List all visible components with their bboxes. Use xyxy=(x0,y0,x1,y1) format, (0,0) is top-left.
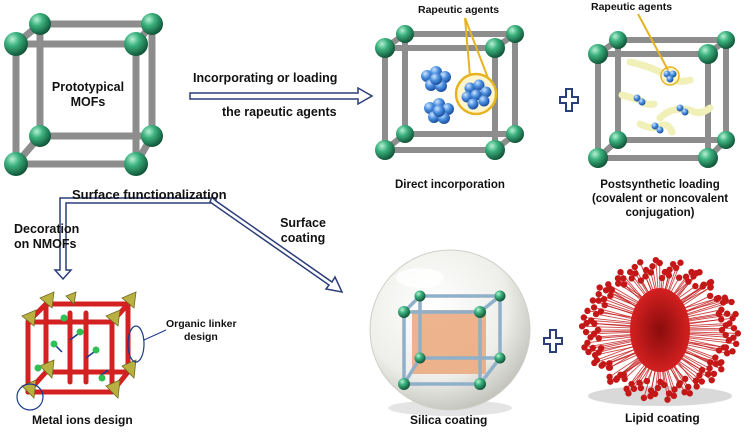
direct-incorporation-cube xyxy=(375,18,524,160)
silica-coated-mof xyxy=(370,250,530,416)
rapeutic-agents-label-left: Rapeutic agents xyxy=(418,4,499,17)
prototypical-mofs-label: Prototypical MOFs xyxy=(40,80,136,110)
silica-coating-label: Silica coating xyxy=(410,413,487,428)
organic-linker-label: Organic linker design xyxy=(166,318,237,344)
label-line: MOFs xyxy=(40,95,136,110)
label-line: conjugation) xyxy=(580,206,740,220)
label-line: (covalent or noncovalent xyxy=(580,192,740,206)
label-line: Postsynthetic loading xyxy=(580,178,740,192)
drug-cluster-icon xyxy=(421,66,454,124)
plus-icon xyxy=(544,330,562,352)
surface-coating-label: Surface coating xyxy=(268,216,338,246)
lipid-coating-label: Lipid coating xyxy=(625,411,700,426)
direct-incorporation-label: Direct incorporation xyxy=(395,178,505,193)
lipid-coated-mof xyxy=(579,257,741,406)
highlighted-drug-icon xyxy=(456,74,496,114)
incorporating-label-line1: Incorporating or loading xyxy=(193,71,337,86)
label-line: on NMOFs xyxy=(14,237,79,252)
callout-line xyxy=(144,330,166,340)
arrow-right-icon xyxy=(190,88,372,104)
label-line: design xyxy=(166,331,237,344)
label-line: Organic linker xyxy=(166,318,237,331)
decoration-label: Decoration on NMOFs xyxy=(14,222,79,252)
label-line: Prototypical xyxy=(40,80,136,95)
conjugated-drug-icon xyxy=(622,62,710,134)
metal-ions-design-label: Metal ions design xyxy=(32,413,133,428)
surface-functionalization-label: Surface functionalization xyxy=(72,187,227,202)
plus-icon xyxy=(560,89,578,111)
postsynthetic-loading-label: Postsynthetic loading (covalent or nonco… xyxy=(580,178,740,220)
label-line: Decoration xyxy=(14,222,79,237)
incorporating-label-line2: the rapeutic agents xyxy=(222,105,337,120)
rapeutic-agents-label-right: Rapeutic agents xyxy=(591,1,672,14)
label-line: coating xyxy=(268,231,338,246)
silica-core xyxy=(412,310,486,374)
label-line: Surface xyxy=(268,216,338,231)
decorated-nmof-structure xyxy=(17,292,166,410)
postsynthetic-loading-cube xyxy=(588,14,735,168)
